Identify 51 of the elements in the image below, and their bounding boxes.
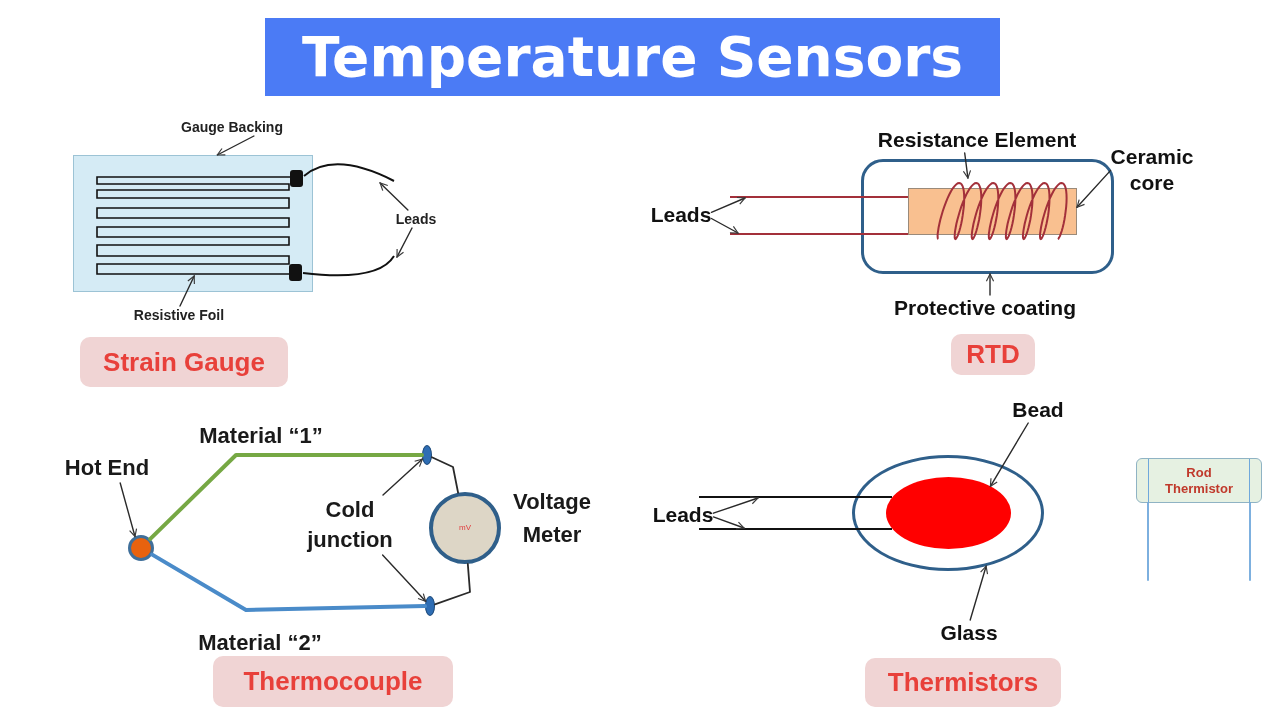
lead-wire bbox=[730, 233, 908, 235]
part-label: Cold junction bbox=[307, 495, 393, 555]
gauge-backing bbox=[73, 155, 313, 292]
leader-arrow bbox=[179, 275, 195, 307]
wire bbox=[150, 552, 427, 612]
leader-arrow bbox=[216, 135, 255, 156]
leader-arrow bbox=[962, 152, 972, 179]
hot-junction bbox=[128, 535, 154, 561]
part-label: Protective coating bbox=[893, 295, 1077, 321]
part-label: Glass bbox=[940, 620, 998, 646]
cold-junction-terminal bbox=[425, 596, 435, 616]
leader-arrow bbox=[710, 217, 739, 234]
cold-junction-terminal bbox=[422, 445, 432, 465]
part-label: Resistive Foil bbox=[133, 306, 225, 324]
leader-arrow bbox=[382, 458, 424, 496]
leader-arrow bbox=[119, 482, 138, 538]
part-label: Leads bbox=[652, 504, 714, 526]
meter-caption: Voltage Meter bbox=[513, 488, 591, 549]
sensor-name-pill: Strain Gauge bbox=[80, 337, 288, 387]
part-label: Gauge Backing bbox=[181, 118, 283, 136]
glass-shell bbox=[852, 455, 1044, 571]
part-label: Ceramic core bbox=[1110, 144, 1194, 196]
leader-arrow bbox=[379, 182, 409, 211]
leader-arrow bbox=[969, 565, 989, 621]
leader-arrow bbox=[396, 227, 413, 258]
lead-wire bbox=[699, 496, 892, 498]
lead-wire bbox=[699, 528, 892, 530]
wire bbox=[1249, 502, 1251, 581]
rod-thermistor-body: Rod Thermistor bbox=[1136, 458, 1262, 503]
part-label: Resistance Element bbox=[877, 127, 1077, 153]
title-banner: Temperature Sensors bbox=[265, 18, 1000, 96]
leader-arrow bbox=[989, 422, 1029, 487]
sensor-name-pill: Thermistors bbox=[865, 658, 1061, 707]
leader-arrow bbox=[381, 554, 427, 602]
sensor-name-pill: RTD bbox=[951, 334, 1035, 375]
part-label: Bead bbox=[1012, 397, 1064, 423]
leader-arrow bbox=[710, 196, 746, 213]
wire bbox=[1147, 502, 1149, 581]
part-label: Leads bbox=[650, 204, 712, 226]
lead-wire bbox=[304, 162, 396, 183]
wire bbox=[431, 456, 459, 494]
leader-arrow bbox=[712, 496, 759, 514]
wire bbox=[148, 453, 424, 541]
leader-arrow bbox=[712, 516, 745, 530]
leader-arrow bbox=[985, 273, 995, 296]
part-label: Hot End bbox=[64, 453, 150, 483]
wire bbox=[434, 563, 471, 606]
sensor-name-pill: Thermocouple bbox=[213, 656, 453, 707]
part-label: Leads bbox=[395, 210, 437, 228]
lead-wire bbox=[730, 196, 908, 198]
meter-unit-label: mV bbox=[459, 523, 471, 533]
